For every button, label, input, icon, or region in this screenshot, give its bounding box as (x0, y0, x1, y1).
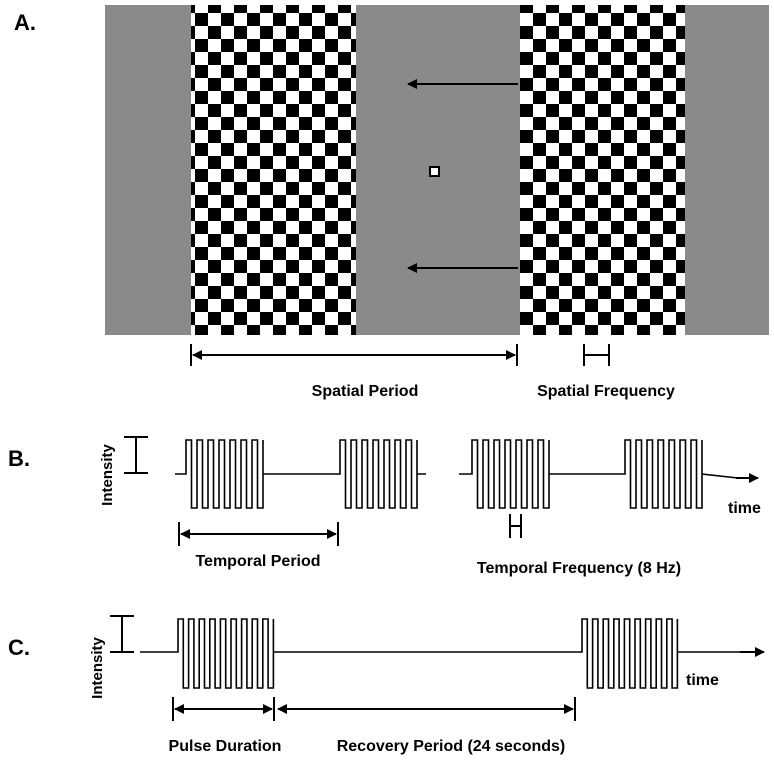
panel-c-intensity-label: Intensity (89, 637, 106, 699)
panel-b-time-label: time (728, 500, 761, 517)
panel-b-letter: B. (8, 446, 30, 471)
spatial-frequency-marker (583, 344, 610, 366)
gray-region-right (685, 5, 769, 335)
spatial-period-marker (190, 344, 518, 366)
spatial-frequency-label: Spatial Frequency (537, 383, 675, 400)
pulse-duration-marker (172, 697, 275, 721)
pulse-duration-label: Pulse Duration (169, 738, 282, 755)
checkerboard-stimulus (105, 5, 769, 335)
panel-a-letter: A. (14, 10, 36, 35)
temporal-period-label: Temporal Period (195, 553, 320, 570)
temporal-frequency-marker (509, 514, 522, 538)
panel-c-intensity-scale (110, 615, 134, 653)
temporal-frequency-label: Temporal Frequency (8 Hz) (477, 560, 681, 577)
panel-c-waveform (140, 618, 742, 689)
recovery-period-marker (277, 697, 576, 721)
temporal-period-marker (178, 522, 339, 546)
checker-band-left (191, 5, 356, 335)
gray-region-left (105, 5, 191, 335)
panel-c-letter: C. (8, 635, 30, 660)
panel-b-intensity-scale (124, 436, 148, 474)
panel-c-time-label: time (686, 672, 719, 689)
panel-b-intensity-label: Intensity (99, 444, 116, 506)
spatial-period-label: Spatial Period (312, 383, 419, 400)
panel-b-waveform-segment-2 (459, 439, 739, 509)
checker-band-right (520, 5, 685, 335)
recovery-period-label: Recovery Period (24 seconds) (337, 738, 566, 755)
panel-b-waveform-segment-1 (175, 439, 426, 509)
fixation-point (429, 166, 440, 177)
